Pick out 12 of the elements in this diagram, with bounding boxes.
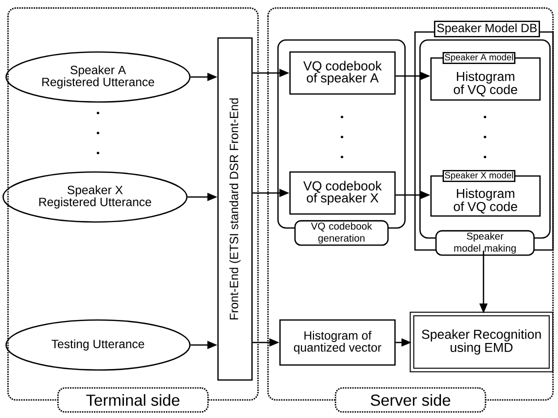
group-label: VQ codebook generation — [294, 220, 389, 246]
model-tab: Speaker A model — [442, 52, 516, 64]
panel-label: Server side — [334, 387, 486, 413]
result-box: Speaker Recognition using EMD — [410, 312, 554, 372]
process-box: Histogram of quantized vector — [279, 319, 396, 366]
process-box: VQ codebook of speaker X — [289, 171, 396, 215]
model-tab: Speaker X model — [442, 170, 516, 182]
front-end-box: Front-End (ETSI standard DSR Front-End — [217, 37, 253, 381]
database-title: Speaker Model DB — [434, 20, 540, 38]
group-label: Speaker model making — [435, 230, 535, 256]
process-box: VQ codebook of speaker A — [289, 51, 396, 95]
panel-label: Terminal side — [57, 387, 209, 413]
